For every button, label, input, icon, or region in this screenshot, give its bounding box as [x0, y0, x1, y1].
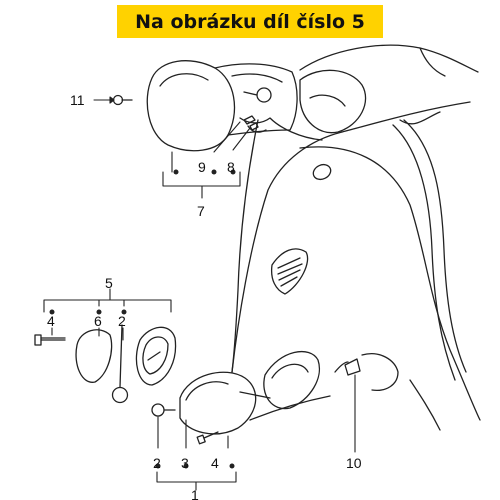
part-number-banner: Na obrázku díl číslo 5	[117, 5, 383, 38]
label-5: 5	[105, 275, 113, 291]
label-6: 6	[94, 313, 102, 329]
label-9: 9	[198, 159, 206, 175]
callout-dots	[49, 169, 236, 469]
label-11: 11	[70, 92, 85, 108]
reflector-housing	[135, 326, 177, 386]
part-labels: 11 9 8 7 5 4 6 2 2 3 4 10 1	[47, 92, 362, 500]
turn-signal-assembly	[151, 351, 399, 445]
headlight-assembly	[146, 60, 367, 152]
banner-text: Na obrázku díl číslo 5	[135, 10, 365, 33]
label-4-bottom: 4	[211, 455, 219, 471]
callout-lines	[43, 96, 356, 491]
label-8: 8	[227, 159, 235, 175]
label-4-top: 4	[47, 313, 55, 329]
lens-6	[75, 329, 113, 383]
label-2-top: 2	[118, 313, 126, 329]
bulb-2-top	[111, 324, 129, 404]
label-1: 1	[191, 487, 199, 500]
label-2-bottom: 2	[153, 455, 161, 471]
turn-signal-parts	[34, 324, 177, 404]
scooter-body-outline	[231, 44, 481, 431]
screw-11	[112, 94, 133, 106]
screw-4-top	[34, 334, 66, 346]
label-3: 3	[181, 455, 189, 471]
label-10: 10	[346, 455, 362, 471]
label-7: 7	[197, 203, 205, 219]
